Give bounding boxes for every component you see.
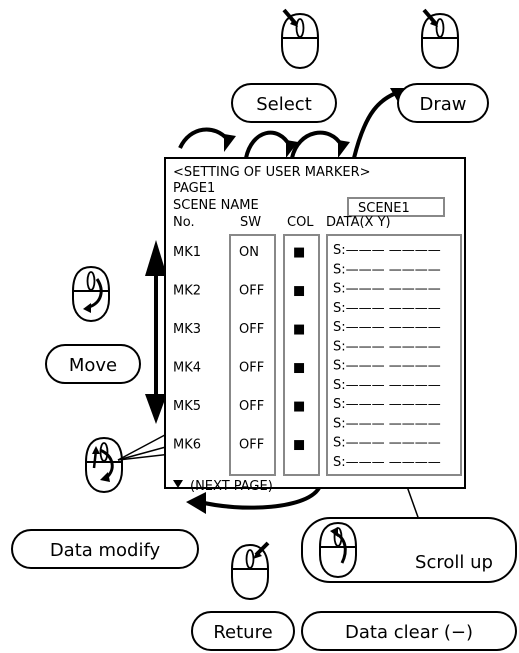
sw-column-box (229, 234, 276, 476)
marker-data-row[interactable]: S:——— ———— (333, 359, 441, 374)
marker-name: MK3 (173, 322, 201, 337)
marker-color-swatch[interactable]: ■ (293, 284, 305, 299)
next-page-label[interactable]: (NEXT PAGE) (190, 479, 273, 494)
col-header-sw: SW (240, 215, 261, 230)
select-button[interactable]: Select (231, 83, 337, 123)
col-column-box (283, 234, 320, 476)
marker-data-row[interactable]: S:——— ———— (333, 320, 441, 335)
marker-switch[interactable]: OFF (239, 322, 264, 337)
marker-color-swatch[interactable]: ■ (293, 438, 305, 453)
return-button[interactable]: Reture (191, 611, 295, 651)
marker-data-row[interactable]: S:——— ———— (333, 301, 441, 316)
marker-color-swatch[interactable]: ■ (293, 361, 305, 376)
marker-data-row[interactable]: S:——— ———— (333, 378, 441, 393)
data-clear-button-label: Data clear (−) (345, 622, 473, 643)
marker-color-swatch[interactable]: ■ (293, 399, 305, 414)
marker-data-row[interactable]: S:——— ———— (333, 282, 441, 297)
marker-name: MK2 (173, 284, 201, 299)
marker-switch[interactable]: OFF (239, 438, 264, 453)
draw-mouse-icon (421, 8, 459, 69)
data-modify-button[interactable]: Data modify (11, 529, 199, 569)
marker-name: MK4 (173, 361, 201, 376)
data-modify-button-label: Data modify (50, 540, 161, 561)
modify-mouse-icon (85, 437, 123, 493)
marker-name: MK6 (173, 438, 201, 453)
col-header-data: DATA(X Y) (326, 215, 391, 230)
page-indicator: PAGE1 (173, 181, 215, 196)
screen-header: <SETTING OF USER MARKER> (173, 165, 371, 180)
scroll-up-button[interactable]: Scroll up (301, 517, 517, 583)
move-button-label: Move (69, 355, 117, 376)
marker-color-swatch[interactable]: ■ (293, 322, 305, 337)
draw-button[interactable]: Draw (397, 83, 489, 123)
data-column-box (326, 234, 462, 476)
scene-name-field[interactable] (347, 197, 445, 217)
select-button-label: Select (256, 94, 312, 115)
move-vertical-arrow (145, 240, 167, 424)
draw-button-label: Draw (419, 94, 466, 115)
marker-data-row[interactable]: S:——— ———— (333, 243, 441, 258)
marker-data-row[interactable]: S:——— ———— (333, 416, 441, 431)
marker-switch[interactable]: ON (239, 245, 259, 260)
marker-data-row[interactable]: S:——— ———— (333, 339, 441, 354)
scroll-up-button-label: Scroll up (415, 552, 493, 573)
scroll-mouse-icon-front (319, 522, 357, 578)
scene-name-label: SCENE NAME (173, 198, 259, 213)
marker-data-row[interactable]: S:——— ———— (333, 455, 441, 470)
next-page-arrowhead (186, 492, 206, 514)
return-mouse-icon (231, 541, 270, 600)
marker-switch[interactable]: OFF (239, 399, 264, 414)
marker-switch[interactable]: OFF (239, 284, 264, 299)
select-mouse-icon (281, 8, 319, 69)
data-clear-button[interactable]: Data clear (−) (301, 611, 517, 651)
col-header-no: No. (173, 215, 195, 230)
marker-data-row[interactable]: S:——— ———— (333, 262, 441, 277)
marker-switch[interactable]: OFF (239, 361, 264, 376)
marker-name: MK1 (173, 245, 201, 260)
move-button[interactable]: Move (45, 344, 141, 384)
marker-name: MK5 (173, 399, 201, 414)
scene-name-value: SCENE1 (358, 201, 410, 216)
next-page-arrow (199, 484, 322, 510)
col-header-col: COL (287, 215, 314, 230)
data-rows: S:——— ———— S:——— ———— S:——— ———— S:——— ————… (333, 243, 441, 470)
marker-color-swatch[interactable]: ■ (293, 245, 305, 260)
return-button-label: Reture (213, 622, 272, 643)
marker-data-row[interactable]: S:——— ———— (333, 436, 441, 451)
next-page-triangle-icon (173, 480, 183, 488)
move-mouse-icon (72, 266, 110, 322)
marker-data-row[interactable]: S:——— ———— (333, 397, 441, 412)
